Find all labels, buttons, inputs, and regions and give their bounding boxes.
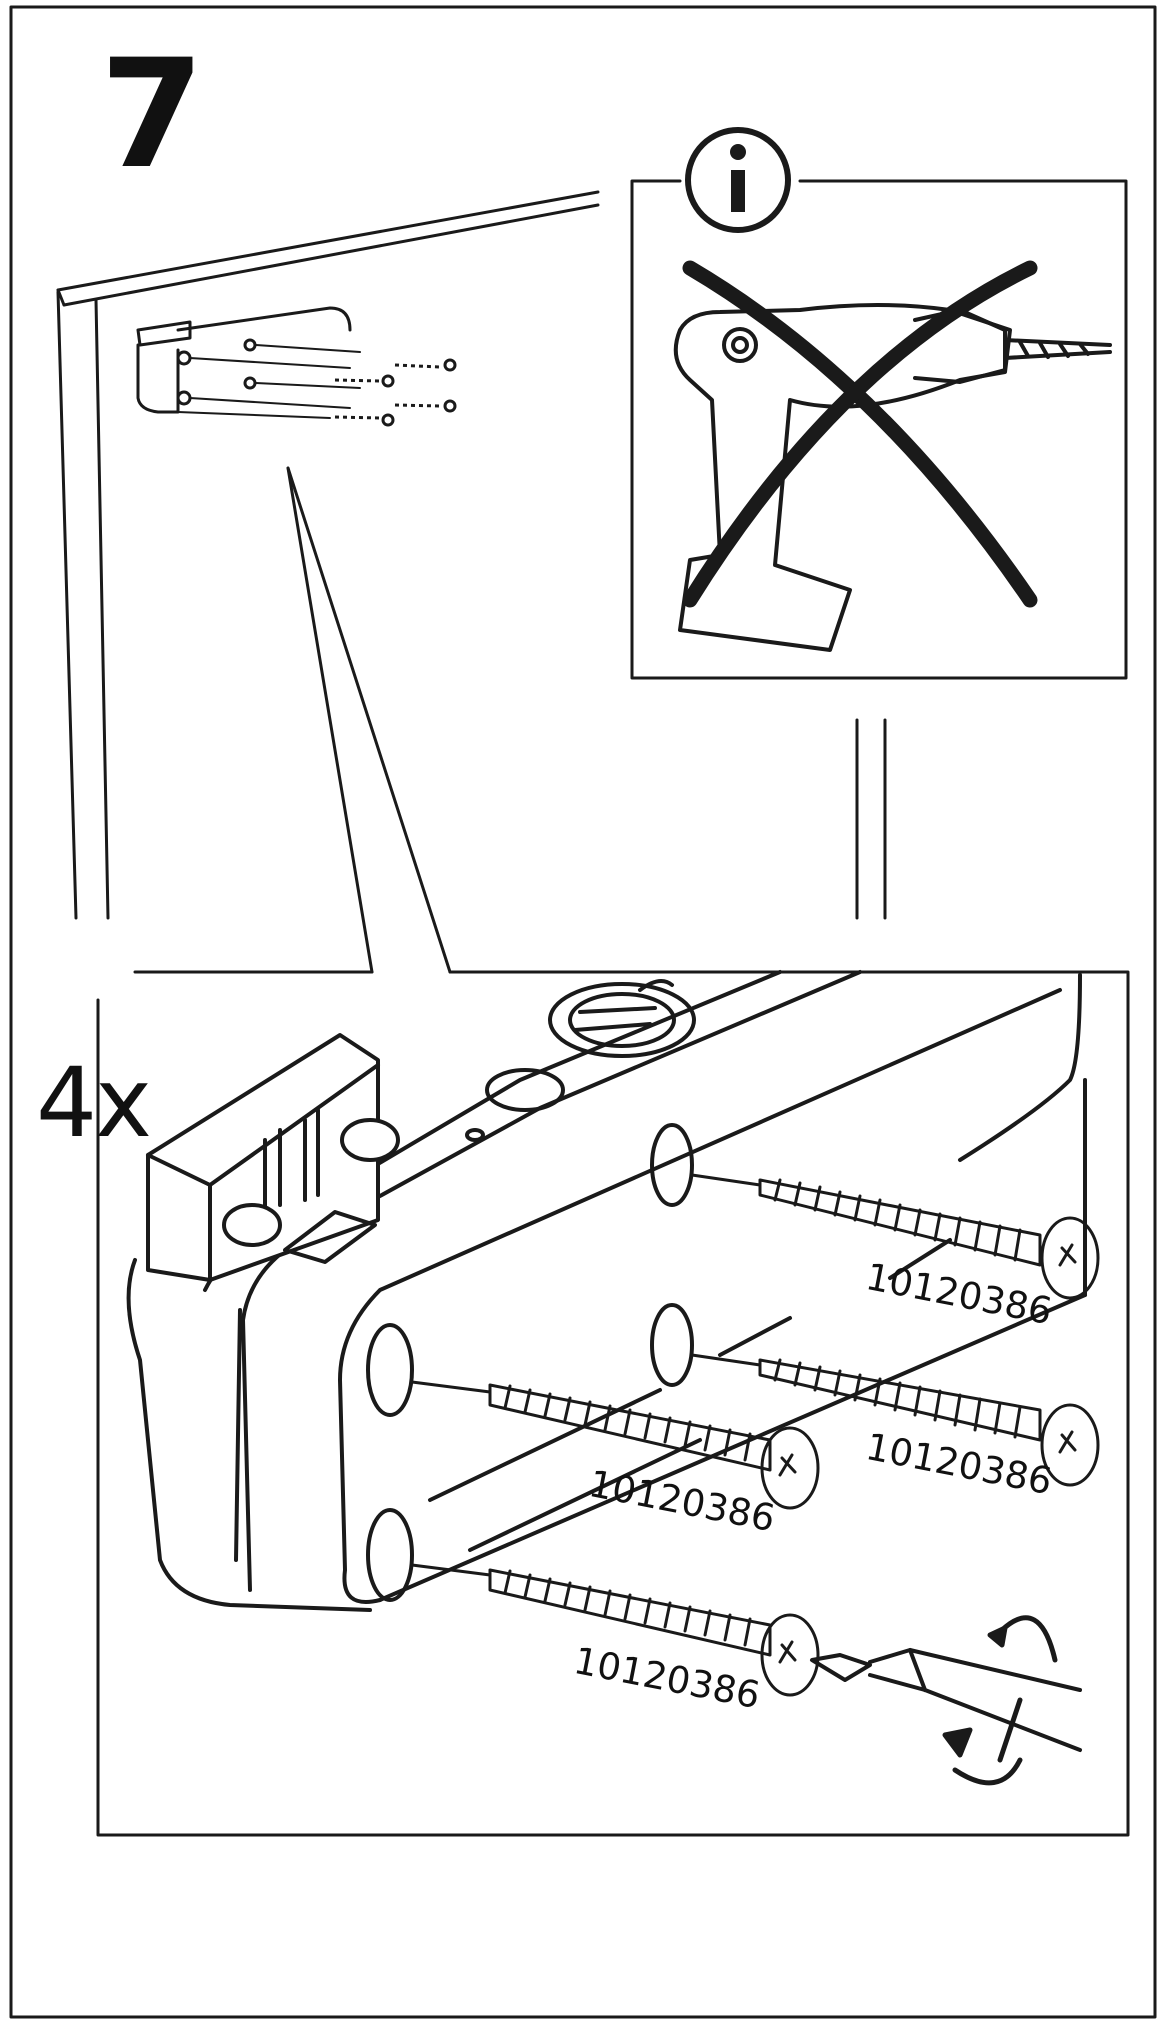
callout-line-left (286, 466, 374, 974)
screwdriver-icon (810, 1648, 1082, 1752)
step-number: 7 (100, 28, 204, 202)
wall-panel (56, 190, 600, 920)
quantity-label: 4x (36, 1047, 152, 1159)
screws (410, 1173, 1100, 1697)
info-panel (630, 127, 1128, 680)
page-border (9, 5, 1157, 2019)
bracket-overview (136, 306, 457, 427)
detail-panel (96, 970, 1130, 1837)
clockwise-arrow-icon (942, 1615, 1058, 1786)
info-icon (685, 127, 791, 233)
cross-out-icon (682, 260, 1038, 608)
callout-line-right (286, 466, 452, 974)
